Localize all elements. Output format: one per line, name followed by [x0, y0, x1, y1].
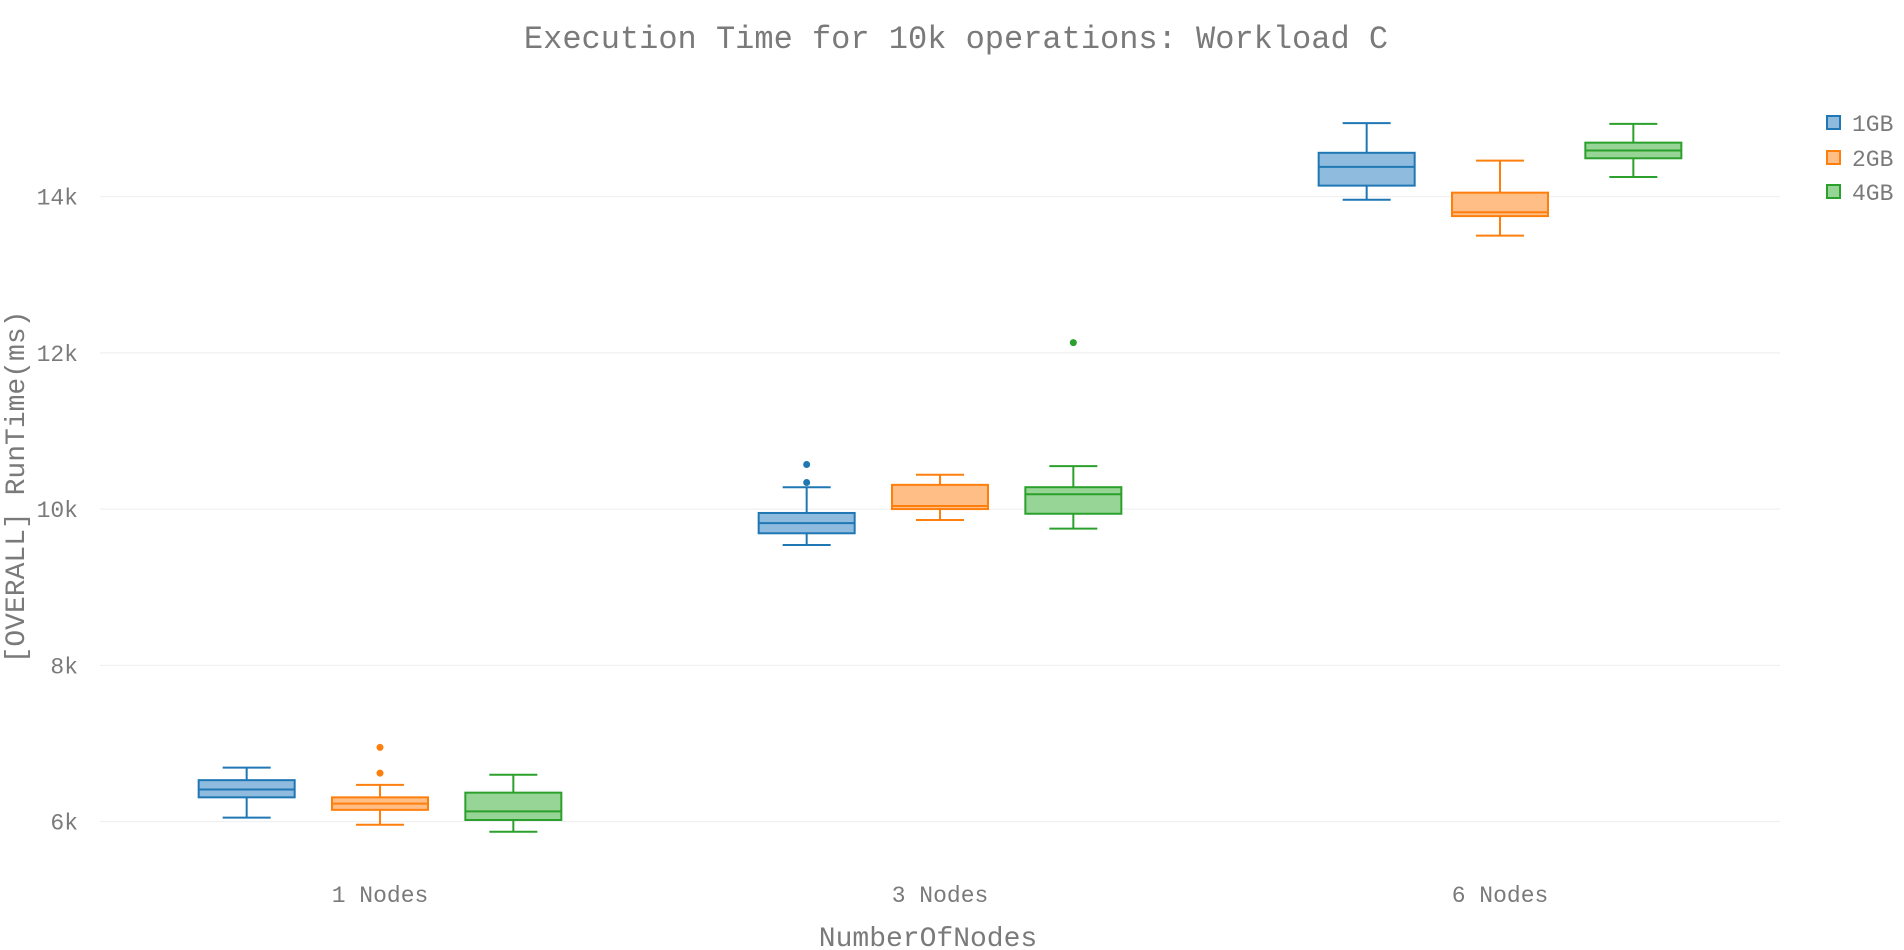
legend-swatch-2gb [1826, 150, 1841, 165]
box-4gb-1 [464, 773, 563, 833]
box-series [197, 122, 1683, 833]
x-tick-label-3: 6 Nodes [1452, 883, 1549, 909]
outlier-point-4gb-2-1 [1069, 339, 1077, 347]
legend-swatch-4gb [1826, 184, 1841, 199]
x-tick-label-1: 1 Nodes [332, 883, 429, 909]
y-tick-label-14000: 14k [37, 186, 78, 212]
outlier-point-2gb-1-1 [376, 769, 384, 777]
series-1gb [197, 122, 1416, 819]
y-tick-label-8000: 8k [50, 654, 78, 680]
box-2gb-2 [891, 473, 989, 521]
y-axis-ticks: 6k 8k 10k 12k 14k [37, 186, 78, 837]
box-2gb-3 [1451, 159, 1549, 237]
x-axis-ticks: 1 Nodes 3 Nodes 6 Nodes [332, 883, 1549, 909]
outlier-point-2gb-1-2 [376, 743, 384, 751]
box-1gb-3 [1317, 122, 1416, 201]
legend[interactable]: 1GB 2GB 4GB [1826, 112, 1893, 207]
x-tick-label-2: 3 Nodes [892, 883, 989, 909]
box-4gb-2 [1024, 339, 1123, 530]
box-1gb-1 [197, 766, 296, 819]
outlier-point-1gb-2-2 [803, 461, 811, 469]
chart-title: Execution Time for 10k operations: Workl… [524, 21, 1388, 58]
y-tick-label-6000: 6k [50, 811, 78, 837]
y-tick-label-12000: 12k [37, 342, 78, 368]
outlier-point-1gb-2-1 [803, 479, 811, 486]
legend-item-2gb[interactable]: 2GB [1826, 147, 1893, 173]
legend-label-2gb: 2GB [1852, 147, 1893, 173]
y-axis-title: [OVERALL] RunTime(ms) [2, 311, 33, 664]
y-tick-label-10000: 10k [37, 498, 78, 524]
legend-swatch-1gb [1826, 115, 1841, 130]
legend-label-4gb: 4GB [1852, 181, 1893, 207]
x-axis-title: NumberOfNodes [819, 924, 1037, 950]
box-1gb-2 [757, 461, 856, 546]
box-4gb-3 [1584, 122, 1683, 179]
series-4gb [464, 122, 1683, 833]
iqr-box-4gb-1 [464, 791, 563, 821]
box-2gb-1 [331, 743, 429, 826]
iqr-box-4gb-2 [1024, 486, 1123, 515]
legend-item-4gb[interactable]: 4GB [1826, 181, 1893, 207]
legend-label-1gb: 1GB [1852, 112, 1893, 138]
series-2gb [331, 159, 1549, 826]
iqr-box-1gb-3 [1317, 151, 1416, 187]
iqr-box-2gb-3 [1451, 191, 1549, 218]
legend-item-1gb[interactable]: 1GB [1826, 112, 1893, 138]
